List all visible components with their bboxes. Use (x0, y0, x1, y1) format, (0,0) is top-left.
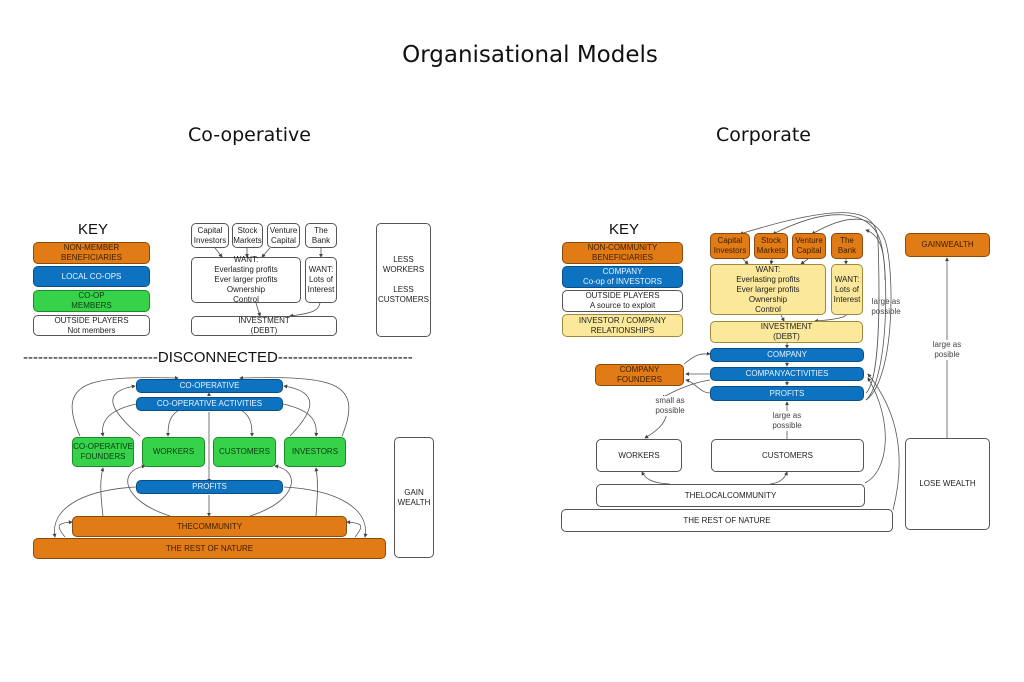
connector (58, 520, 73, 538)
corp-customers-node: CUSTOMERS (711, 439, 864, 472)
connector (289, 302, 321, 318)
key-company: COMPANY Co-op of INVESTORS (562, 266, 683, 288)
community-node: THECOMMUNITY (72, 516, 347, 537)
connector (769, 471, 788, 485)
stock-markets-box: Stock Markets (232, 223, 263, 248)
cooperative-heading: Co-operative (188, 124, 311, 146)
connector (261, 247, 271, 258)
want-interest-box: WANT: Lots of Interest (305, 257, 337, 303)
the-bank-box: The Bank (305, 223, 337, 248)
small-as-possible-label: small as possible (650, 396, 690, 416)
key-outside-players: OUTSIDE PLAYERS A source to exploit (562, 290, 683, 312)
connector (641, 471, 671, 485)
investors-node: INVESTORS (284, 437, 346, 467)
connector (769, 258, 774, 265)
key-outside-players: OUTSIDE PLAYERS Not members (33, 315, 150, 336)
connector (314, 467, 319, 517)
key-non-member-beneficiaries: NON-MEMBER BENEFICIARIES (33, 242, 150, 264)
connector (255, 302, 261, 317)
key-co-op-members: CO-OP MEMBERS (33, 290, 150, 312)
investment-debt-box: INVESTMENT (DEBT) (191, 316, 337, 336)
corporate-key-title: KEY (609, 221, 640, 238)
venture-capital-box: Venture Capital (267, 223, 300, 248)
corp-workers-node: WORKERS (596, 439, 682, 472)
connector (283, 486, 368, 538)
connector (100, 403, 137, 437)
connector (800, 258, 809, 265)
cooperative-key-title: KEY (78, 221, 109, 238)
connector (239, 375, 350, 437)
want-profits-box: WANT: Everlasting profits Ever larger pr… (191, 255, 301, 304)
connector (780, 314, 785, 322)
connector (112, 384, 141, 437)
connector (249, 464, 292, 517)
connector (214, 247, 223, 258)
capital-investors-box: Capital Investors (191, 223, 229, 248)
corp-stock-markets-box: Stock Markets (754, 233, 788, 259)
large-as-possible-label: large as possible (767, 411, 807, 431)
corp-rest-of-nature-node: THE REST OF NATURE (561, 509, 893, 532)
connector (867, 373, 900, 511)
corporate-heading: Corporate (716, 124, 811, 146)
connector (811, 218, 892, 401)
local-community-node: THELOCALCOMMUNITY (596, 484, 865, 507)
gain-wealth-node: GAINWEALTH (905, 233, 990, 257)
connector (814, 314, 847, 323)
connector (52, 486, 137, 538)
connector (644, 412, 668, 439)
company-founders-node: COMPANY FOUNDERS (595, 364, 684, 386)
corp-the-bank-box: The Bank (831, 233, 863, 259)
connector (864, 377, 886, 484)
key-investor-company-relationships: INVESTOR / COMPANY RELATIONSHIPS (562, 314, 683, 337)
corp-capital-investors-box: Capital Investors (710, 233, 750, 259)
connector (685, 378, 711, 394)
customers-node: CUSTOMERS (213, 437, 276, 467)
corp-want-profits-box: WANT: Everlasting profits Ever larger pr… (710, 264, 826, 315)
cooperative-activities-node: CO-OPERATIVE ACTIVITIES (136, 397, 283, 411)
connector (346, 520, 362, 538)
cooperative-node: CO-OPERATIVE (136, 379, 283, 393)
key-local-co-ops: LOCAL CO-OPS (33, 266, 150, 287)
company-activities-node: COMPANYACTIVITIES (710, 367, 864, 381)
profits-node: PROFITS (136, 480, 283, 494)
large-as-possible-right-label: large as possible (871, 297, 901, 316)
connector (865, 229, 886, 281)
lose-wealth-box: LOSE WEALTH (905, 438, 990, 530)
connector (282, 403, 319, 437)
connector (772, 214, 887, 401)
less-workers-customers-box: LESS WORKERS LESS CUSTOMERS (376, 223, 431, 337)
disconnected-divider: ---------------------------DISCONNECTED-… (23, 349, 413, 366)
corp-venture-capital-box: Venture Capital (792, 233, 826, 259)
connector (742, 258, 749, 265)
connector (100, 467, 105, 517)
workers-node: WORKERS (142, 437, 205, 467)
rest-of-nature-node: THE REST OF NATURE (33, 538, 386, 559)
connector (127, 464, 171, 517)
corp-profits-node: PROFITS (710, 386, 864, 401)
page-title: Organisational Models (402, 42, 658, 68)
large-as-posible-label: large as posible (928, 340, 966, 360)
cooperative-founders-node: CO-OPERATIVE FOUNDERS (72, 437, 134, 467)
connector (71, 375, 179, 437)
corp-want-interest-box: WANT: Lots of Interest (831, 264, 863, 315)
corp-investment-debt-box: INVESTMENT (DEBT) (710, 321, 863, 343)
connector (683, 351, 711, 365)
company-node: COMPANY (710, 348, 864, 362)
connector (283, 384, 311, 437)
key-non-community-beneficiaries: NON-COMMUNITY BENEFICIARIES (562, 242, 683, 264)
gain-wealth-box: GAIN WEALTH (394, 437, 434, 558)
